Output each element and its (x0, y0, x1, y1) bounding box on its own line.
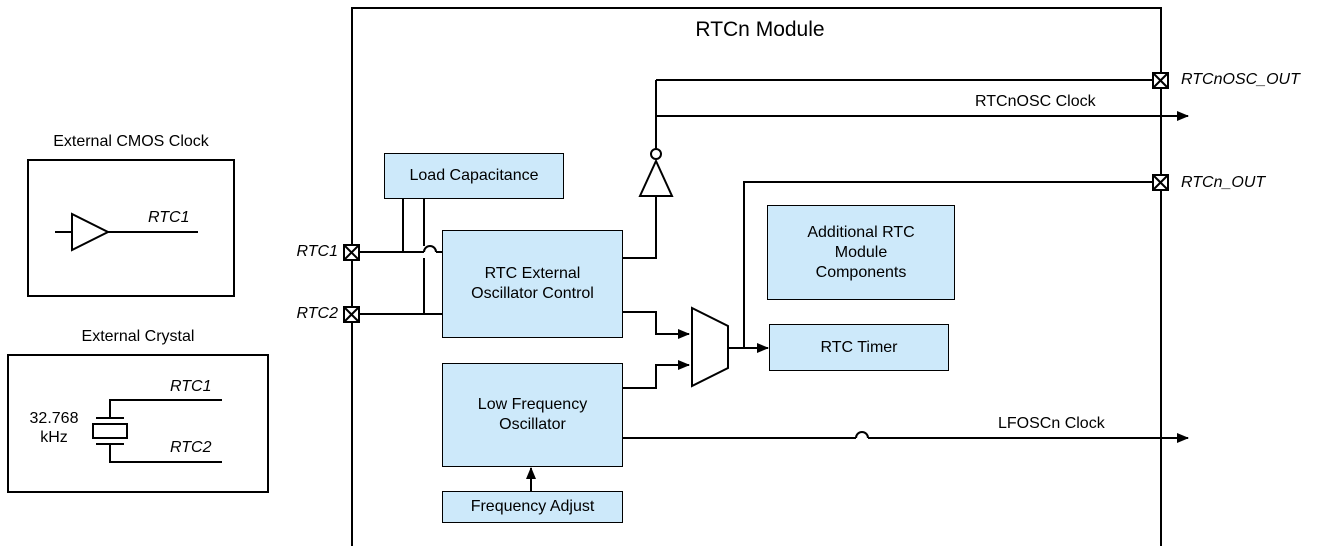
inverter-icon (638, 158, 674, 197)
pin-rtcnosc-out-icon (1152, 72, 1169, 89)
rtc-external-oscillator-control-block: RTC External Oscillator Control (442, 230, 623, 338)
pin-rtcn-out-label: RTCn_OUT (1181, 174, 1266, 191)
frequency-adjust-label: Frequency Adjust (470, 498, 595, 515)
external-cmos-box (27, 159, 235, 297)
external-crystal-title: External Crystal (81, 328, 195, 345)
load-capacitance-label: Load Capacitance (409, 167, 539, 184)
crystal-icon (92, 423, 128, 439)
pin-rtc2-icon (343, 306, 360, 323)
rtc-ext-osc-label-line1: RTC External (484, 265, 581, 282)
additional-label-line2: Module (834, 243, 888, 261)
rtcnosc-clock-label: RTCnOSC Clock (975, 93, 1096, 110)
crystal-frequency-value: 32.768 (29, 410, 79, 427)
pin-rtc1-label: RTC1 (296, 243, 339, 260)
lfo-label-line2: Oscillator (499, 416, 566, 433)
rtc-timer-label: RTC Timer (820, 338, 898, 356)
additional-label-line3: Components (815, 263, 907, 281)
crystal-rtc2-label: RTC2 (170, 439, 212, 456)
pin-rtcn-out-icon (1152, 174, 1169, 191)
crystal-frequency-unit: kHz (40, 429, 68, 447)
additional-rtc-components-block: Additional RTC Module Components (767, 205, 955, 300)
pin-rtc1-icon (343, 244, 360, 261)
external-crystal-box (7, 354, 269, 493)
clock-mux-icon (691, 306, 729, 388)
additional-label-line1: Additional RTC (807, 223, 915, 241)
frequency-adjust-block: Frequency Adjust (442, 491, 623, 523)
cmos-buffer-icon (71, 212, 111, 252)
lfo-label-line1: Low Frequency (477, 396, 588, 413)
rtc-ext-osc-label-line2: Oscillator Control (471, 285, 594, 302)
cmos-rtc1-label: RTC1 (148, 209, 190, 226)
pin-rtc2-label: RTC2 (296, 305, 339, 322)
low-frequency-oscillator-block: Low Frequency Oscillator (442, 363, 623, 467)
module-outline (351, 7, 1162, 546)
external-cmos-title: External CMOS Clock (53, 133, 209, 150)
lfoscn-clock-label: LFOSCn Clock (998, 415, 1105, 432)
load-capacitance-block: Load Capacitance (384, 153, 564, 199)
crystal-rtc1-label: RTC1 (170, 378, 212, 395)
module-title: RTCn Module (695, 18, 825, 41)
pin-rtcnosc-out-label: RTCnOSC_OUT (1181, 71, 1300, 88)
crystal-frequency: 32.768 kHz (22, 409, 86, 447)
rtc-timer-block: RTC Timer (769, 324, 949, 371)
